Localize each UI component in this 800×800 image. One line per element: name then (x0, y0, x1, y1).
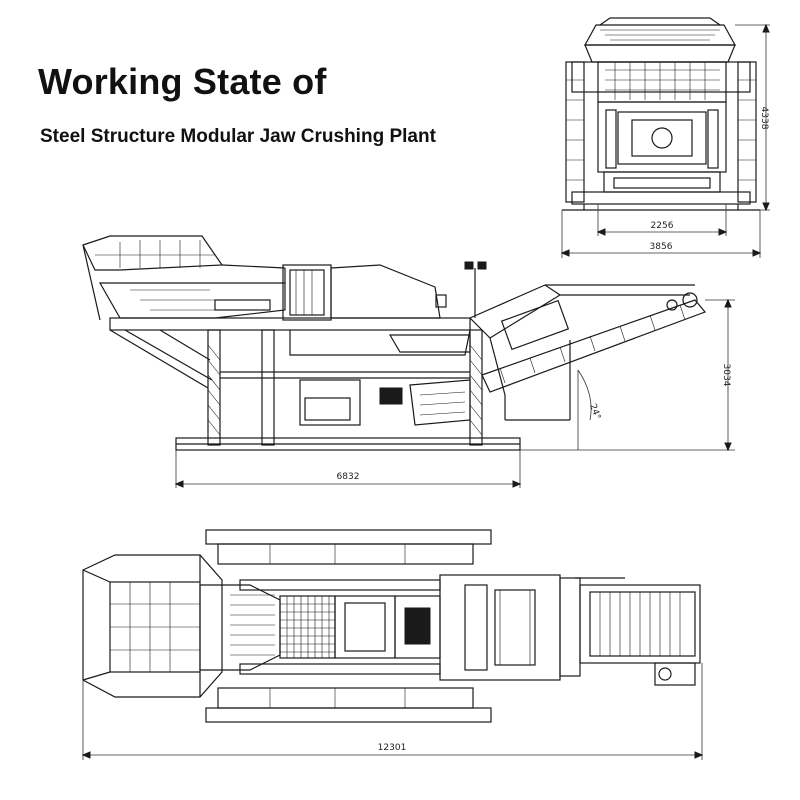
dim-front-inner-width: 2256 (651, 221, 674, 231)
plan-view: 12301 (81, 529, 704, 760)
dim-side-height: 3034 (721, 364, 731, 387)
front-view: 4338 2256 3856 (560, 17, 770, 258)
dim-front-total-width: 3856 (650, 242, 673, 252)
dim-side-angle: 24° (587, 403, 602, 421)
dim-side-length: 6832 (337, 472, 360, 482)
page-subtitle: Steel Structure Modular Jaw Crushing Pla… (40, 126, 436, 147)
dim-plan-length: 12301 (378, 743, 407, 753)
side-view: 24° 3034 6832 (82, 235, 735, 488)
dim-front-height: 4338 (759, 107, 769, 130)
page-title: Working State of (38, 61, 327, 102)
